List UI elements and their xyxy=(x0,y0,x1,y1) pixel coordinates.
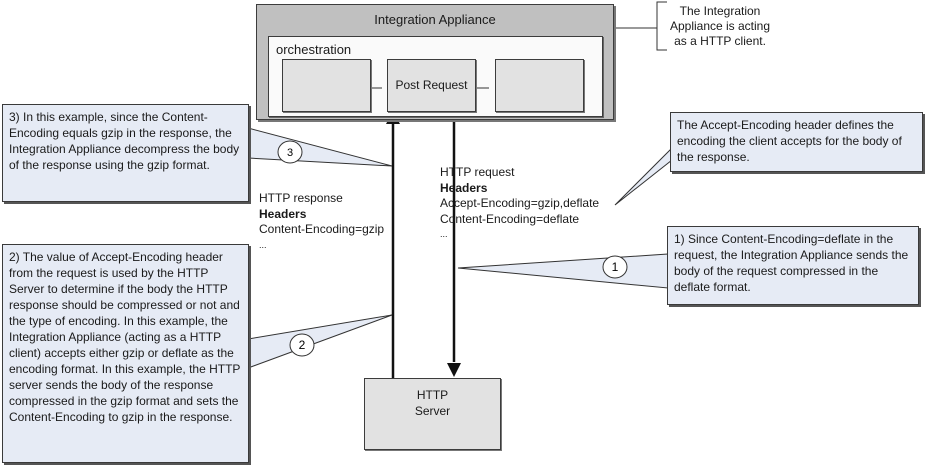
accept-note-tail xyxy=(614,146,673,206)
callout-1-tail xyxy=(457,253,669,289)
callout-1-note: 1) Since Content-Encoding=deflate in the… xyxy=(667,226,919,305)
http-response-headers-label: Headers xyxy=(259,206,307,221)
client-note: The Integration Appliance is acting as a… xyxy=(669,4,771,48)
server-label-line-1: HTTP xyxy=(416,388,449,402)
http-request-headers-label: Headers xyxy=(440,180,488,195)
http-response-header: Content-Encoding=gzip xyxy=(259,222,385,236)
http-request-block: HTTP request Headers Accept-Encoding=gzi… xyxy=(440,165,599,243)
callout-2-note: 2) The value of Accept-Encoding header f… xyxy=(2,244,249,463)
http-response-ellipsis: ... xyxy=(259,239,267,250)
http-request-ellipsis: ... xyxy=(440,229,448,239)
callout-3-note: 3) In this example, since the Content-En… xyxy=(2,104,249,202)
orchestration-label: orchestration xyxy=(276,42,352,57)
http-response-block: HTTP response Headers Content-Encoding=g… xyxy=(259,191,384,253)
http-response-title: HTTP response xyxy=(259,191,343,205)
http-request-header: Accept-Encoding=gzip,deflate xyxy=(440,196,600,210)
post-request-step[interactable]: Post Request xyxy=(387,59,476,112)
callout-2-text: 2) The value of Accept-Encoding header f… xyxy=(9,250,241,424)
http-server[interactable]: HTTP Server xyxy=(364,378,501,450)
callout-1-text: 1) Since Content-Encoding=deflate in the… xyxy=(674,232,909,294)
http-request-header: Content-Encoding=deflate xyxy=(440,211,580,226)
orchestration-panel: orchestration Post Request xyxy=(268,36,603,117)
callout-3-text: 3) In this example, since the Content-En… xyxy=(9,110,240,172)
accept-encoding-note: The Accept-Encoding header defines the e… xyxy=(670,112,923,172)
http-request-title: HTTP request xyxy=(440,165,515,179)
post-request-label: Post Request xyxy=(395,78,468,92)
server-label-line-2: Server xyxy=(414,404,451,418)
callout-2-tail xyxy=(247,314,393,369)
callout-3-tail xyxy=(247,127,393,167)
orchestration-step-previous[interactable] xyxy=(282,59,371,112)
integration-appliance: Integration Appliance orchestration Post… xyxy=(256,4,614,120)
appliance-title: Integration Appliance xyxy=(374,12,496,27)
client-note-bracket xyxy=(656,1,667,51)
request-arrowhead xyxy=(447,363,461,377)
accept-encoding-note-text: The Accept-Encoding header defines the e… xyxy=(677,118,902,164)
orchestration-step-next[interactable] xyxy=(495,59,584,112)
